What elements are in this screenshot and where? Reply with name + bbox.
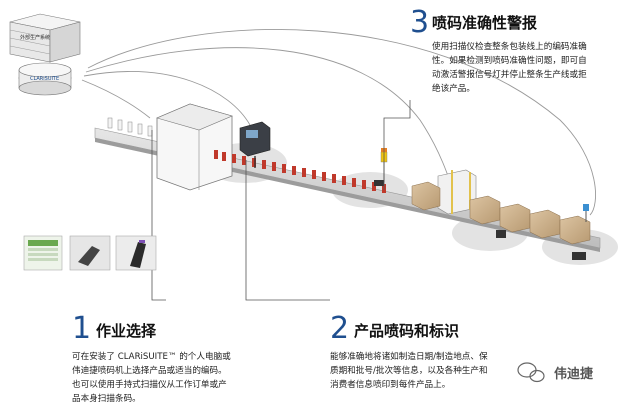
step-1-line: 品本身扫描条码。 — [72, 394, 141, 404]
step-3-line: 使用扫描仪检查整条包装线上的编码准确 — [432, 42, 587, 52]
step-3-number: 3 — [410, 5, 430, 40]
step-2-title: 产品喷码和标识 — [354, 322, 460, 340]
clarisuite-label: CLARiSUITE — [30, 76, 60, 82]
leader-lines — [151, 100, 411, 301]
step-2-line: 消费者信息喷印到每件产品上。 — [330, 380, 451, 390]
network-cables — [81, 29, 596, 216]
step-2-number: 2 — [330, 311, 350, 346]
server-stack — [9, 13, 81, 96]
step-1-line: 也可以使用手持式扫描仪从工作订单或产 — [72, 380, 227, 390]
step-2-line: 质期和批号/批次等信息，以及各种生产和 — [330, 366, 488, 376]
step-1-line: 可在安装了 CLARiSUITE™ 的个人电脑或 — [72, 352, 231, 362]
step-2-line: 能够准确地将诸如制造日期/制造地点、保 — [330, 352, 488, 362]
step-3-description: 使用扫描仪检查整条包装线上的编码准确 性。如果检测到喷码准确性问题，即可自 动激… — [432, 40, 632, 96]
filling-machine — [156, 103, 233, 191]
boxes — [411, 181, 591, 245]
step-3-title: 喷码准确性警报 — [432, 14, 538, 32]
step-3-line: 性。如果检测到喷码准确性问题，即可自 — [432, 56, 587, 66]
wechat-icon — [517, 362, 545, 383]
step-2-description: 能够准确地将诸如制造日期/制造地点、保 质期和批号/批次等信息，以及各种生产和 … — [330, 350, 520, 392]
step-1-title: 作业选择 — [96, 322, 157, 340]
inkjet-printer — [239, 121, 271, 168]
brand-name: 伟迪捷 — [554, 367, 594, 382]
step-3-line: 绝该产品。 — [432, 84, 475, 94]
bottles-empty — [107, 117, 153, 137]
step-1-line: 伟迪捷喷码机上选择产品或适当的编码。 — [72, 366, 227, 376]
step-1-description: 可在安装了 CLARiSUITE™ 的个人电脑或 伟迪捷喷码机上选择产品或适当的… — [72, 350, 302, 406]
server-label: 外部生产系统 — [20, 35, 51, 41]
end-devices — [496, 204, 589, 260]
step-1-number: 1 — [72, 311, 92, 346]
step-3-line: 动激活警报信号灯并停止整条生产线或拒 — [432, 70, 587, 80]
device-thumbnails — [23, 235, 157, 271]
